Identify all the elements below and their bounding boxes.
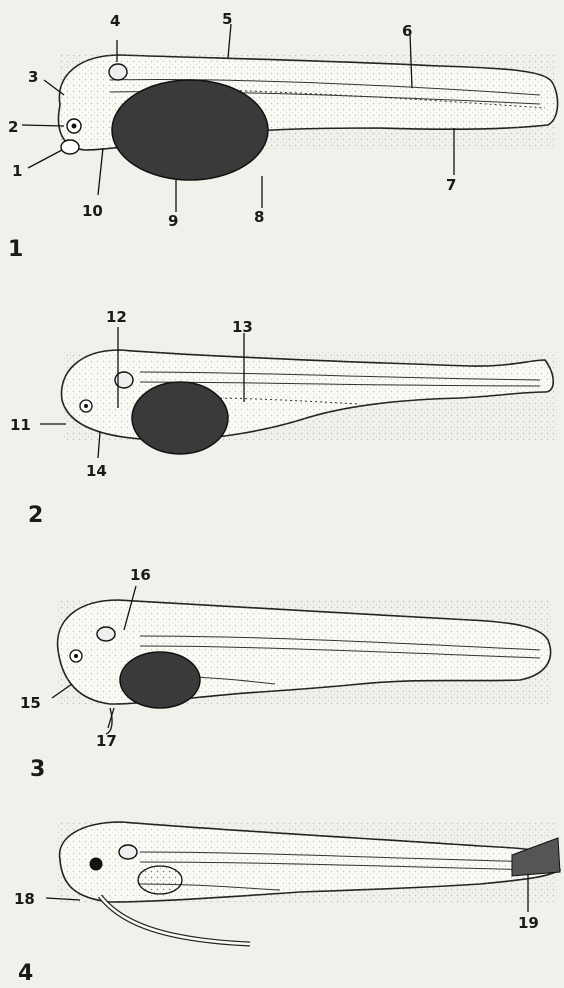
panel-2-eye-icon — [84, 404, 88, 408]
panel-4-label-19: 19 — [518, 914, 539, 932]
panel-3-label-17: 17 — [96, 732, 117, 750]
panel-4-label-18: 18 — [14, 890, 35, 908]
panel-1-label-7: 7 — [446, 176, 456, 194]
panel-1-label-4: 4 — [110, 12, 120, 30]
panel-1-label-2: 2 — [8, 118, 18, 136]
panel-1-label-9: 9 — [168, 212, 178, 230]
panel-3-ear-vesicle-icon — [97, 627, 115, 641]
panel-1-label-1: 1 — [12, 162, 22, 180]
panel-2-number: 2 — [28, 503, 43, 528]
panel-2-larva — [40, 327, 557, 458]
panel-1-larva — [22, 24, 558, 212]
panel-4-larva — [46, 822, 560, 944]
panel-4-eye-icon — [90, 858, 103, 871]
panel-4-labels: 18 19 4 — [14, 890, 539, 986]
panel-4-number: 4 — [18, 961, 33, 986]
panel-1-label-10: 10 — [82, 202, 103, 220]
panel-1-label-8: 8 — [254, 208, 264, 226]
panel-2-label-11: 11 — [10, 416, 31, 434]
panel-3-label-15: 15 — [20, 694, 41, 712]
panel-1-label-3: 3 — [28, 68, 38, 86]
panel-2-label-14: 14 — [86, 462, 107, 480]
panel-2-label-12: 12 — [106, 308, 127, 326]
panel-4-ear-vesicle-icon — [119, 845, 137, 859]
panel-3-label-16: 16 — [130, 566, 151, 584]
panel-2-label-13: 13 — [232, 318, 253, 336]
panel-3-eye-icon — [74, 654, 78, 658]
panel-1-ear-vesicle-icon — [109, 64, 127, 80]
panel-1-label-5: 5 — [222, 10, 232, 28]
panel-3-larva — [52, 586, 553, 734]
panel-1-label-6: 6 — [402, 22, 412, 40]
panel-3-number: 3 — [30, 757, 45, 782]
panel-1-number: 1 — [8, 237, 23, 262]
panel-1-eye-icon — [72, 124, 77, 129]
